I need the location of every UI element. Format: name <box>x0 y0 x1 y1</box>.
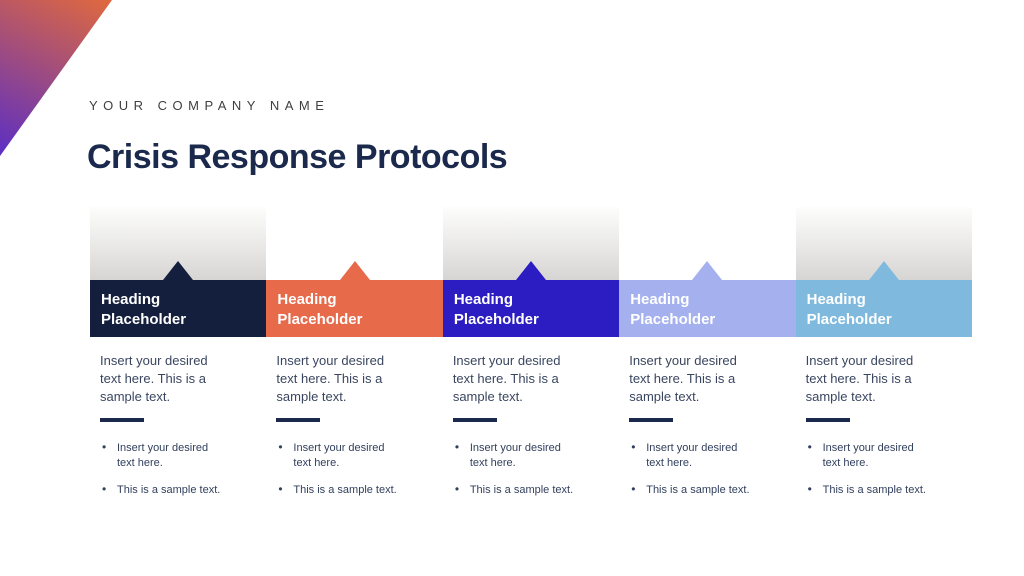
bullet-item: This is a sample text. <box>100 482 222 498</box>
arrow-up-pointer-icon <box>339 261 370 280</box>
page-title: Crisis Response Protocols <box>87 138 508 176</box>
company-name: YOUR COMPANY NAME <box>89 98 330 113</box>
heading-label: Heading Placeholder <box>453 291 539 328</box>
bullet-list: Insert your desired text here. This is a … <box>100 440 266 498</box>
body-text: Insert your desired text here. This is a… <box>805 353 914 404</box>
heading-label: Heading Placeholder <box>101 291 187 328</box>
heading-bar: Heading Placeholder <box>266 280 443 337</box>
bullet-item: Insert your desired text here. <box>276 440 398 471</box>
bullet-item: Insert your desired text here. <box>806 440 928 471</box>
divider-line <box>629 418 674 422</box>
bullet-item: This is a sample text. <box>806 482 928 498</box>
body-text: Insert your desired text here. This is a… <box>276 353 385 404</box>
bullet-item: This is a sample text. <box>629 482 751 498</box>
column-top-gradient <box>442 207 620 280</box>
column-top-gradient <box>795 207 973 280</box>
heading-label: Heading Placeholder <box>806 291 892 328</box>
heading-bar: Heading Placeholder <box>90 280 267 337</box>
divider-line <box>452 418 497 422</box>
heading-label: Heading Placeholder <box>277 291 363 328</box>
protocol-columns: Heading Placeholder Insert your desired … <box>90 207 973 510</box>
bullet-item: Insert your desired text here. <box>453 440 575 471</box>
column-top-gradient <box>619 207 795 280</box>
protocol-column-2: Heading Placeholder Insert your desired … <box>266 207 443 510</box>
protocol-column-4: Heading Placeholder Insert your desired … <box>619 207 796 510</box>
divider-line <box>100 418 144 422</box>
column-top-gradient <box>266 207 442 280</box>
protocol-column-3: Heading Placeholder Insert your desired … <box>442 207 620 510</box>
bullet-item: This is a sample text. <box>453 482 575 498</box>
divider-line <box>276 418 321 422</box>
bullet-list: Insert your desired text here. This is a … <box>806 440 972 498</box>
column-top-gradient <box>90 207 267 280</box>
protocol-column-1: Heading Placeholder Insert your desired … <box>90 207 267 510</box>
protocol-column-5: Heading Placeholder Insert your desired … <box>795 207 973 510</box>
body-text: Insert your desired text here. This is a… <box>452 353 561 404</box>
heading-bar: Heading Placeholder <box>442 280 620 337</box>
arrow-up-pointer-icon <box>692 261 723 280</box>
bullet-list: Insert your desired text here. This is a … <box>453 440 619 498</box>
corner-accent-shape <box>0 0 112 156</box>
arrow-up-pointer-icon <box>163 261 194 280</box>
bullet-list: Insert your desired text here. This is a … <box>629 440 795 498</box>
body-text: Insert your desired text here. This is a… <box>629 353 737 404</box>
body-text: Insert your desired text here. This is a… <box>100 353 208 404</box>
bullet-item: Insert your desired text here. <box>629 440 751 471</box>
bullet-item: Insert your desired text here. <box>100 440 222 471</box>
heading-bar: Heading Placeholder <box>795 280 973 337</box>
divider-line <box>805 418 850 422</box>
bullet-list: Insert your desired text here. This is a … <box>276 440 442 498</box>
heading-label: Heading Placeholder <box>630 291 716 328</box>
arrow-up-pointer-icon <box>868 261 899 280</box>
heading-bar: Heading Placeholder <box>619 280 796 337</box>
arrow-up-pointer-icon <box>516 261 547 280</box>
bullet-item: This is a sample text. <box>276 482 398 498</box>
